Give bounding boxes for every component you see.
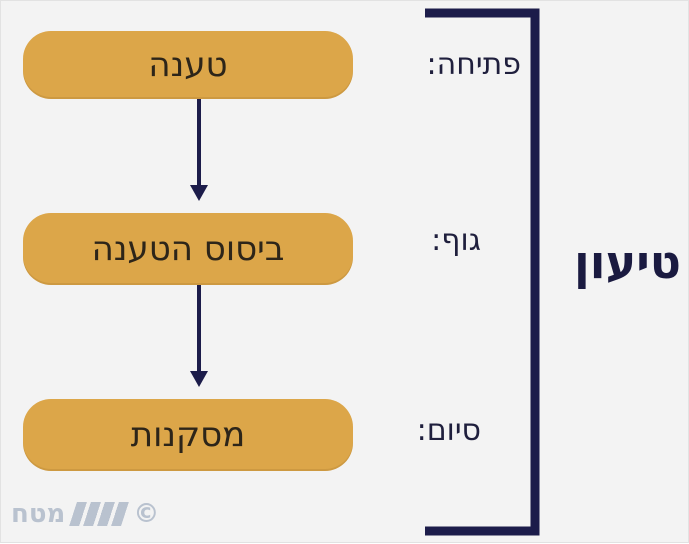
bracket [425, 8, 540, 536]
stage-label-opening: פתיחה: [426, 47, 521, 82]
stage-box-body: ביסוס הטענה [23, 213, 353, 285]
stage-box-body-text: ביסוס הטענה [91, 229, 285, 269]
copyright-icon: © [133, 499, 160, 529]
stage-box-closing: מסקנות [23, 399, 353, 471]
watermark-logo-icon [69, 502, 130, 526]
watermark-text: מטח [11, 499, 66, 529]
stage-label-closing: סיום: [416, 413, 481, 448]
watermark: מטח © [11, 499, 159, 529]
stage-box-closing-text: מסקנות [130, 415, 246, 455]
stage-label-body: גוף: [431, 223, 481, 258]
diagram-title: טיעון [573, 235, 681, 289]
arrow-2-head [190, 371, 208, 387]
stage-box-opening-text: טענה [148, 45, 228, 85]
arrow-1-head [190, 185, 208, 201]
stage-box-opening: טענה [23, 31, 353, 99]
